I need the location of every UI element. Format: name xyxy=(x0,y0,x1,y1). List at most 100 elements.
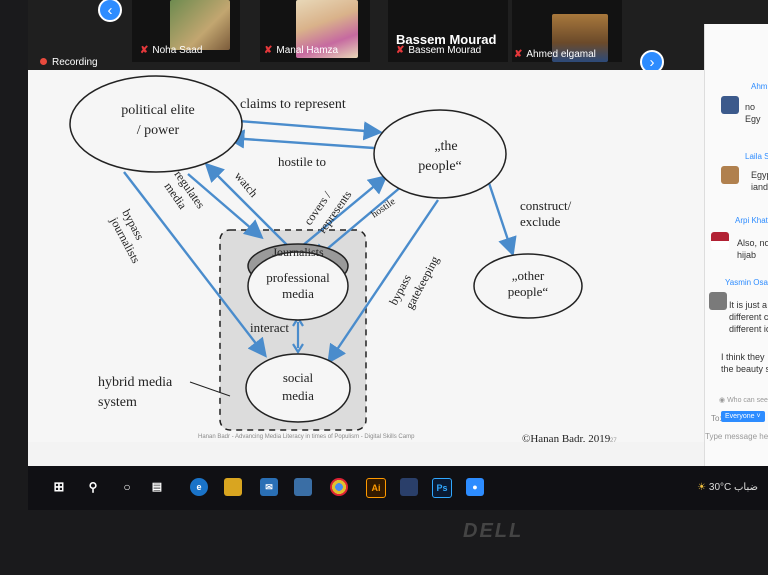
chat-text: Egyp xyxy=(751,170,768,180)
task-view-icon[interactable]: ▤ xyxy=(151,481,163,493)
store-icon[interactable] xyxy=(294,478,312,496)
participant-video xyxy=(296,0,358,58)
who-can-see-link[interactable]: ◉ Who can see xyxy=(719,397,768,404)
label-construct: construct/ xyxy=(520,198,572,213)
prev-participants-button[interactable]: ‹ xyxy=(98,0,122,22)
chat-panel: Ahm no Egy Laila S Egyp iand l Arpi Khat… xyxy=(704,24,768,510)
windows-taskbar: ⊞ ⚲ ○ ▤ e ✉ Ai Ps ● ☀ 30°C ضباب xyxy=(28,466,768,510)
weather-text: ضباب xyxy=(734,482,758,493)
chat-message-input[interactable]: Type message here... xyxy=(705,432,768,441)
label-other: „other xyxy=(512,268,545,283)
chrome-icon[interactable] xyxy=(330,478,348,496)
zoom-icon[interactable]: ● xyxy=(466,478,484,496)
participant-strip: ‹ ✘Noha Saad ✘Manal Hamza Bassem Mourad … xyxy=(28,0,768,74)
muted-mic-icon: ✘ xyxy=(264,45,273,56)
label-hostile-small: hostile xyxy=(369,196,398,221)
chat-text: Egy xyxy=(745,114,761,124)
label-interact: interact xyxy=(250,320,289,335)
media-system-diagram: political elite / power „the people“ „ot… xyxy=(69,75,617,442)
label-exclude: exclude xyxy=(520,214,561,229)
cortana-icon[interactable]: ○ xyxy=(123,480,131,494)
avatar xyxy=(709,292,727,310)
photoshop-icon[interactable]: Ps xyxy=(432,478,452,498)
edge-hostile xyxy=(225,129,375,150)
record-dot-icon xyxy=(40,58,47,65)
label-people: people“ xyxy=(418,159,462,174)
label-claims: claims to represent xyxy=(240,97,346,112)
recipient-dropdown[interactable]: Everyone ˅ xyxy=(721,411,765,422)
participant-name: ✘Ahmed elgamal xyxy=(514,49,596,60)
node-other-people xyxy=(473,253,583,319)
slide-page-number: 27 xyxy=(610,438,617,442)
edge-claims xyxy=(225,118,383,141)
avatar xyxy=(721,166,739,184)
chat-text: different c xyxy=(729,312,768,322)
laptop-screen: ‹ ✘Noha Saad ✘Manal Hamza Bassem Mourad … xyxy=(28,0,768,510)
label-journalists: Journalists xyxy=(272,245,324,259)
chat-text: Also, no xyxy=(737,238,768,248)
hybrid-pointer-line xyxy=(189,381,231,397)
label-other-people: people“ xyxy=(508,284,549,299)
label-hybrid-media: hybrid media xyxy=(98,375,173,390)
eye-icon: ◉ xyxy=(719,397,728,404)
chat-text: no xyxy=(745,102,756,112)
slide-copyright: ©Hanan Badr, 2019 xyxy=(522,433,611,442)
participant-tile[interactable]: ✘Manal Hamza xyxy=(260,0,370,62)
chat-sender: Arpi Khat xyxy=(735,216,768,225)
muted-mic-icon: ✘ xyxy=(396,45,405,56)
mail-icon[interactable]: ✉ xyxy=(260,478,278,496)
chevron-down-icon: ˅ xyxy=(756,413,761,420)
chevron-left-icon: ‹ xyxy=(107,2,113,19)
label-the: „the xyxy=(434,139,457,154)
label-media: media xyxy=(282,286,314,301)
chat-text: hijab xyxy=(737,250,757,260)
edge-regulates xyxy=(187,173,264,240)
illustrator-icon[interactable]: Ai xyxy=(366,478,386,498)
edge-bypass-gatekeeping xyxy=(327,199,439,364)
to-label: To: xyxy=(711,414,722,423)
chat-text: the beauty s xyxy=(721,364,768,374)
temperature: 30°C xyxy=(708,482,732,493)
edge-construct xyxy=(486,179,517,257)
label-power: / power xyxy=(137,123,180,138)
app-icon[interactable] xyxy=(400,478,418,496)
chat-text: It is just a xyxy=(729,300,768,310)
label-professional: professional xyxy=(266,270,330,285)
participant-name: ✘Noha Saad xyxy=(140,45,203,56)
edge-covers xyxy=(289,174,388,257)
shared-slide: political elite / power „the people“ „ot… xyxy=(28,70,704,442)
participant-tile[interactable]: ✘Ahmed elgamal xyxy=(512,0,622,62)
file-explorer-icon[interactable] xyxy=(224,478,242,496)
edge-hostile-small xyxy=(310,185,403,264)
system-tray: ☀ 30°C ضباب xyxy=(697,482,758,493)
participant-name: ✘Manal Hamza xyxy=(264,45,339,56)
participant-tile[interactable]: Bassem Mourad ✘Bassem Mourad xyxy=(388,0,508,62)
search-icon[interactable]: ⚲ xyxy=(88,480,98,494)
laptop-logo: DELL xyxy=(463,520,524,542)
participant-name: ✘Bassem Mourad xyxy=(396,45,482,56)
label-system: system xyxy=(98,395,137,410)
slide-footer: Hanan Badr - Advancing Media Literacy in… xyxy=(198,434,415,440)
chat-text: different ic xyxy=(729,324,768,334)
participant-tile[interactable]: ✘Noha Saad xyxy=(132,0,240,62)
edge-browser-icon[interactable]: e xyxy=(190,478,208,496)
node-social-media xyxy=(245,353,351,423)
chat-sender: Ahm xyxy=(751,82,768,91)
node-political-elite xyxy=(69,75,243,173)
edge-bypass-journalists xyxy=(123,171,267,358)
muted-mic-icon: ✘ xyxy=(514,49,523,60)
edge-watch xyxy=(204,162,291,249)
chat-text: I think they xyxy=(721,352,765,362)
avatar xyxy=(721,96,739,114)
label-social-media: media xyxy=(282,388,314,403)
muted-mic-icon: ✘ xyxy=(140,45,149,56)
flag-icon xyxy=(711,232,729,250)
participant-video xyxy=(170,0,230,50)
chat-text: iand l xyxy=(751,182,768,192)
chat-sender: Laila S xyxy=(745,152,768,161)
participant-big-name: Bassem Mourad xyxy=(396,32,497,47)
windows-start-icon[interactable]: ⊞ xyxy=(53,479,65,494)
weather-icon: ☀ xyxy=(697,482,707,493)
label-political-elite: political elite xyxy=(121,103,194,118)
node-professional-media xyxy=(247,251,349,321)
